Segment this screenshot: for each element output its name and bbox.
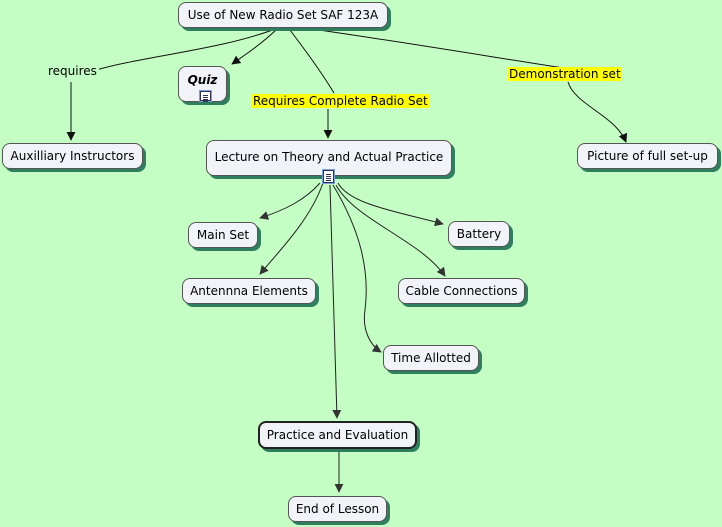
link-label-requires: requires [46, 64, 99, 78]
link-root-quiz [231, 29, 277, 65]
link-demo-picture [567, 81, 628, 143]
link-lecture-time [332, 184, 382, 353]
link-lecture-practice [329, 184, 342, 419]
link-lecture-cable [335, 184, 446, 277]
node-battery-label: Battery [456, 227, 502, 241]
document-icon[interactable] [200, 91, 211, 101]
node-main-set[interactable]: Main Set [188, 222, 258, 248]
document-icon[interactable] [323, 170, 334, 183]
node-practice-label: Practice and Evaluation [266, 428, 409, 442]
link-lecture-antenna [259, 182, 324, 275]
node-cable-connections[interactable]: Cable Connections [398, 278, 525, 304]
node-practice-evaluation[interactable]: Practice and Evaluation [258, 421, 417, 449]
link-root-radio [289, 29, 335, 94]
node-auxiliary-instructors[interactable]: Auxilliary Instructors [2, 143, 143, 169]
node-root-label: Use of New Radio Set SAF 123A [187, 8, 379, 22]
node-root[interactable]: Use of New Radio Set SAF 123A [178, 2, 388, 28]
node-main-set-label: Main Set [196, 228, 250, 242]
node-battery[interactable]: Battery [448, 221, 510, 247]
node-quiz[interactable]: Quiz [178, 66, 227, 102]
node-picture-full-setup[interactable]: Picture of full set-up [577, 143, 718, 169]
node-lecture-label: Lecture on Theory and Actual Practice [214, 150, 444, 164]
node-auxiliary-label: Auxilliary Instructors [10, 149, 135, 163]
link-root-requires [95, 27, 279, 71]
link-label-demonstration-set: Demonstration set [508, 67, 622, 81]
node-time-label: Time Allotted [391, 351, 471, 365]
node-cable-label: Cable Connections [405, 284, 518, 298]
node-time-allotted[interactable]: Time Allotted [383, 345, 479, 371]
node-end-label: End of Lesson [295, 502, 380, 516]
node-end-of-lesson[interactable]: End of Lesson [288, 496, 387, 522]
link-root-demo [304, 27, 564, 69]
link-label-requires-complete-radio-set: Requires Complete Radio Set [252, 94, 429, 108]
node-picture-label: Picture of full set-up [587, 149, 708, 163]
node-quiz-label: Quiz [187, 73, 218, 87]
link-lecture-battery [337, 182, 444, 227]
node-lecture[interactable]: Lecture on Theory and Actual Practice [206, 140, 452, 176]
link-lecture-mainset [259, 182, 321, 220]
node-antenna-elements[interactable]: Antennna Elements [182, 278, 316, 304]
node-antenna-label: Antennna Elements [190, 284, 308, 298]
